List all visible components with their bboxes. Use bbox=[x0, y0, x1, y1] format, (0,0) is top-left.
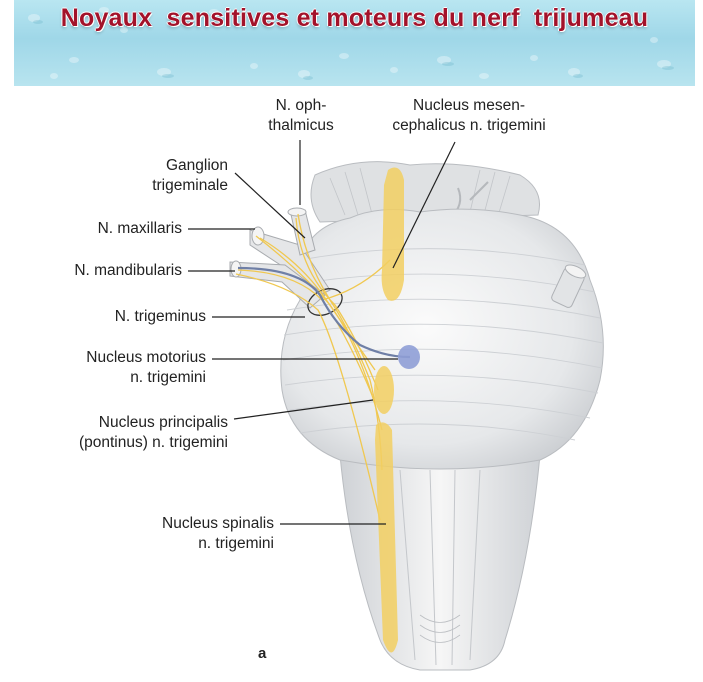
nucleus-principalis bbox=[374, 366, 394, 414]
label-ganglion: Ganglion trigeminale bbox=[100, 156, 228, 196]
water-drops-texture bbox=[28, 7, 674, 80]
nerve-stump-right bbox=[551, 264, 587, 308]
label-principalis: Nucleus principalis (pontinus) n. trigem… bbox=[40, 413, 228, 453]
leader-mesencephalicus bbox=[392, 141, 456, 269]
label-principalis-line2: (pontinus) n. trigemini bbox=[78, 434, 228, 451]
midbrain bbox=[310, 161, 540, 223]
title-banner: Noyaux sensitives et moteurs du nerf tri… bbox=[14, 0, 695, 86]
label-mandibularis: N. mandibularis bbox=[74, 262, 182, 279]
label-spinalis-line2: n. trigemini bbox=[198, 535, 274, 552]
label-motorius-line1: Nucleus motorius bbox=[86, 349, 206, 366]
motor-fibre bbox=[237, 266, 411, 359]
label-motorius-line2: n. trigemini bbox=[130, 369, 206, 386]
label-ganglion-line2: trigeminale bbox=[152, 177, 228, 194]
nucleus-mesencephalicus bbox=[381, 167, 404, 301]
label-ganglion-line1: Ganglion bbox=[165, 157, 228, 174]
leader-lines bbox=[188, 140, 456, 525]
leader-ganglion bbox=[234, 172, 306, 239]
figure-letter: a bbox=[258, 645, 267, 662]
label-spinalis-line1: Nucleus spinalis bbox=[162, 515, 274, 532]
leader-principalis bbox=[233, 399, 374, 420]
label-mesencephalicus-line2: cephalicus n. trigemini bbox=[392, 117, 546, 134]
label-ophthalmicus: N. oph- thalmicus bbox=[262, 96, 340, 136]
pons bbox=[280, 208, 604, 470]
label-motorius: Nucleus motorius n. trigemini bbox=[40, 348, 206, 388]
nucleus-spinalis bbox=[375, 422, 398, 653]
nucleus-motorius bbox=[398, 345, 420, 369]
label-mesencephalicus-line1: Nucleus mesen- bbox=[413, 97, 525, 114]
label-mesencephalicus: Nucleus mesen- cephalicus n. trigemini bbox=[374, 96, 564, 136]
label-ophthalmicus-line1: N. oph- bbox=[275, 97, 327, 114]
label-ophthalmicus-line2: thalmicus bbox=[268, 117, 334, 134]
label-principalis-line1: Nucleus principalis bbox=[98, 414, 228, 431]
medulla-oblongata bbox=[339, 454, 541, 671]
page-title: Noyaux sensitives et moteurs du nerf tri… bbox=[60, 4, 649, 32]
label-maxillaris: N. maxillaris bbox=[97, 220, 182, 237]
label-trigeminus: N. trigeminus bbox=[114, 308, 206, 325]
brainstem-illustration bbox=[188, 140, 604, 671]
label-spinalis: Nucleus spinalis n. trigemini bbox=[130, 514, 274, 554]
